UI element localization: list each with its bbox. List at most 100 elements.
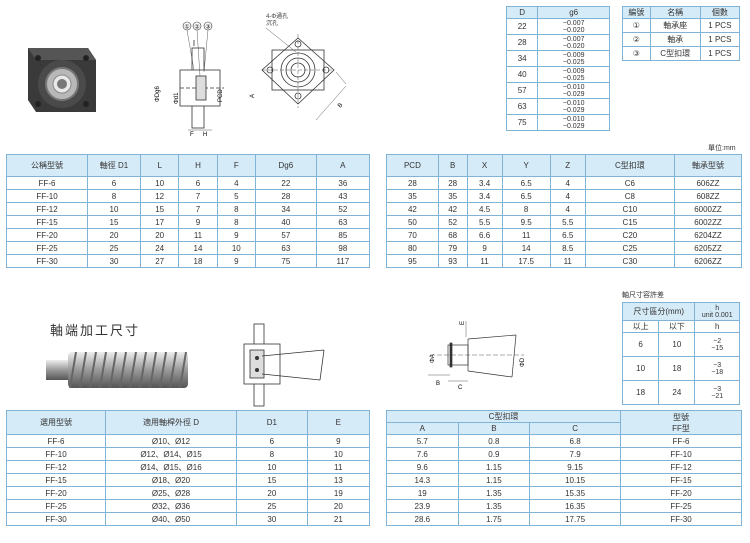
tol-cell: −0.029 <box>562 106 585 114</box>
shaft-tol-cell: −2 <box>713 337 722 345</box>
shaft-tolerance-title: 軸尺寸容許差 <box>622 292 664 299</box>
selection-header: 適用軸桿外徑 D <box>105 410 237 435</box>
spec-cell: 24 <box>139 241 180 255</box>
unit-note: 單位:mm <box>708 145 736 152</box>
hole-note-1: 4-Φ通孔 <box>266 12 288 20</box>
selection-cell: 30 <box>236 512 308 526</box>
shaft-label-c: C <box>458 385 463 391</box>
shaft-label-b: B <box>436 381 440 387</box>
parts-cell: C型扣環 <box>649 46 701 61</box>
spec-cell: 5 <box>216 189 256 203</box>
spec-cell: 11 <box>549 254 586 268</box>
selection-cell: 9 <box>306 434 371 448</box>
selection-cell: Ø25、Ø28 <box>105 486 237 500</box>
selection-cell: Ø32、Ø36 <box>105 499 237 513</box>
spec-cell: 27 <box>139 254 180 268</box>
c-ring-cell: 15.35 <box>529 486 621 500</box>
shaft-tol-cell: −21 <box>711 392 724 400</box>
spec-cell: 28 <box>254 189 317 203</box>
c-ring-cell: FF-25 <box>620 499 742 513</box>
spec-cell: 4 <box>549 202 586 216</box>
spec-cell: C30 <box>584 254 676 268</box>
c-ring-cell: FF-12 <box>620 460 742 474</box>
spec-cell: 8 <box>87 189 141 203</box>
selection-cell: 20 <box>236 486 308 500</box>
model-header: 型號 <box>673 412 689 422</box>
shaft-tol-cell: −3 <box>713 361 722 369</box>
spec-cell: 6 <box>87 176 141 190</box>
spec-cell: 6.5 <box>549 228 586 242</box>
spec-header: C型扣環 <box>584 154 676 177</box>
dim-h-label: H <box>203 132 207 138</box>
spec-cell: 42 <box>437 202 468 216</box>
shaft-label-a: ΦA <box>430 354 436 363</box>
product-photo <box>28 48 96 112</box>
spec-cell: FF-25 <box>6 241 88 255</box>
selection-cell: 21 <box>306 512 371 526</box>
spec-cell: C10 <box>584 202 676 216</box>
selection-cell: FF-15 <box>6 473 106 487</box>
spec-header: 軸徑 D1 <box>87 154 141 177</box>
spec-cell: FF-6 <box>6 176 88 190</box>
parts-cell: 軸承座 <box>649 18 701 33</box>
tol-cell: −0.020 <box>562 42 585 50</box>
selection-cell: 13 <box>306 473 371 487</box>
spec-cell: 6204ZZ <box>674 228 742 242</box>
c-ring-cell: 9.6 <box>386 460 459 474</box>
c-ring-cell: 19 <box>386 486 459 500</box>
tol-cell: −0.010 <box>562 83 585 91</box>
spec-cell: 7 <box>178 202 218 216</box>
spec-cell: C25 <box>584 241 676 255</box>
spec-header: PCD <box>386 154 439 177</box>
spec-cell: 8.5 <box>549 241 586 255</box>
tol-cell: −0.029 <box>562 90 585 98</box>
shaft-tol-cell: −18 <box>711 368 724 376</box>
c-ring-cell: FF-20 <box>620 486 742 500</box>
c-ring-cell: 7.9 <box>529 447 621 461</box>
spec-cell: 34 <box>254 202 317 216</box>
selection-cell: FF-20 <box>6 486 106 500</box>
spec-cell: 14 <box>178 241 218 255</box>
c-ring-group-header: C型扣環 <box>386 410 621 423</box>
c-ring-cell: 28.6 <box>386 512 459 526</box>
spec-cell: 3.4 <box>466 176 503 190</box>
spec-cell: 57 <box>254 228 317 242</box>
spec-cell: 11 <box>501 228 551 242</box>
parts-cell: ③ <box>622 46 651 61</box>
tolerance-table: D g6 22−0.007−0.020 28−0.007−0.020 34−0.… <box>505 6 610 131</box>
spec-cell: 35 <box>386 189 439 203</box>
c-ring-cell: 7.6 <box>386 447 459 461</box>
selection-header: D1 <box>236 410 308 435</box>
c-ring-cell: 1.15 <box>457 460 531 474</box>
spec-cell: 63 <box>315 215 371 229</box>
c-ring-sub-header: B <box>457 422 531 435</box>
c-ring-cell: 23.9 <box>386 499 459 513</box>
shaft-tol-cell: −3 <box>713 385 722 393</box>
dim-f-label: F <box>190 132 194 138</box>
tol-cell: 75 <box>505 114 539 131</box>
shaft-tol-cell: 18 <box>658 356 696 381</box>
spec-cell: 608ZZ <box>674 189 742 203</box>
spec-header: 公稱型號 <box>6 154 88 177</box>
selection-cell: FF-6 <box>6 434 106 448</box>
c-ring-cell: 16.35 <box>529 499 621 513</box>
spec-cell: 6 <box>178 176 218 190</box>
spec-cell: 17 <box>139 215 180 229</box>
spec-cell: 10 <box>87 202 141 216</box>
spec-cell: 20 <box>87 228 141 242</box>
spec-cell: 10 <box>216 241 256 255</box>
spec-header: Y <box>501 154 551 177</box>
spec-header: Z <box>549 154 586 177</box>
spec-header: L <box>139 154 180 177</box>
c-ring-cell: 0.9 <box>457 447 531 461</box>
tol-cell: −0.029 <box>562 122 585 130</box>
c-ring-cell: 9.15 <box>529 460 621 474</box>
shaft-tol-header-unit: unit 0.001 <box>701 311 733 319</box>
spec-cell: 36 <box>315 176 371 190</box>
